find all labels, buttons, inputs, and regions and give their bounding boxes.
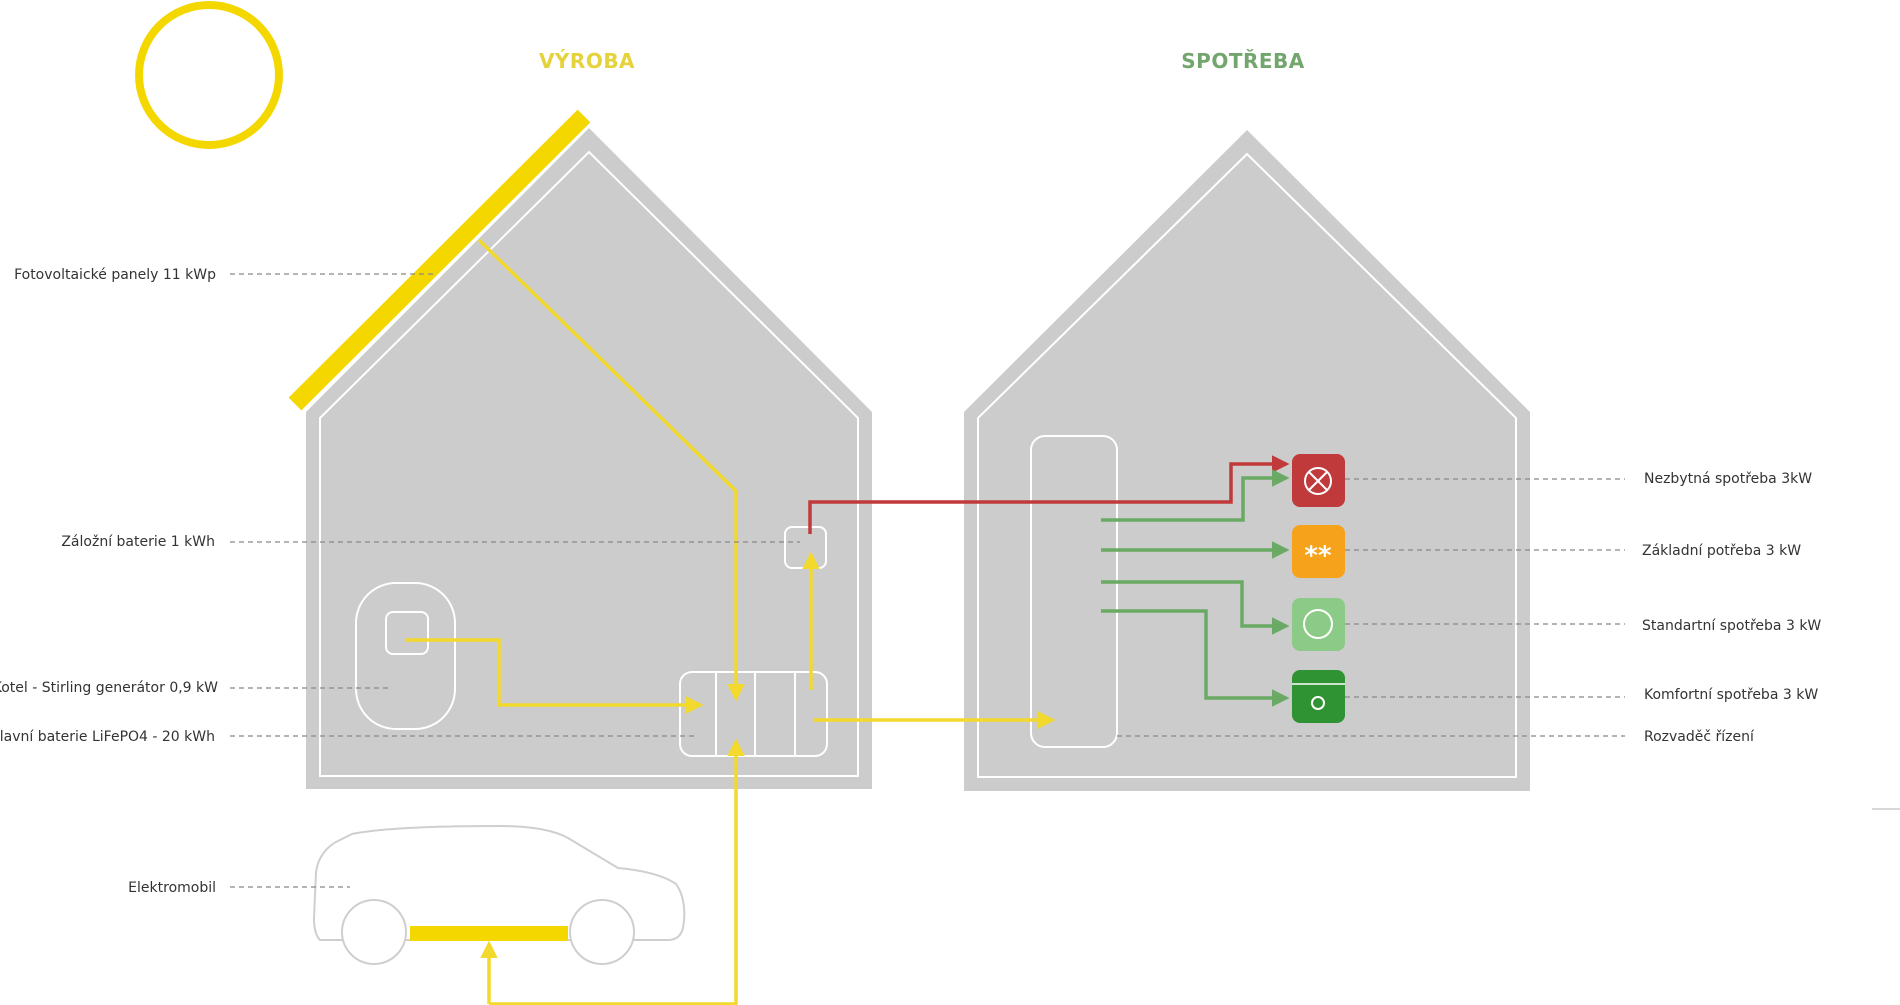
label-main-battery: Hlavní baterie LiFePO4 - 20 kWh bbox=[0, 729, 215, 745]
green-flows bbox=[1101, 469, 1290, 707]
flow-pv-to-battery bbox=[477, 238, 745, 702]
label-standard: Standartní spotřeba 3 kW bbox=[1642, 618, 1821, 634]
label-control-panel: Rozvaděč řízení bbox=[1644, 729, 1755, 745]
label-pv-panels: Fotovoltaické panely 11 kWp bbox=[14, 267, 216, 283]
production-house bbox=[306, 128, 872, 789]
label-backup-battery: Záložní baterie 1 kWh bbox=[61, 534, 215, 550]
circle-x-icon bbox=[1304, 467, 1332, 495]
pv-panel bbox=[288, 109, 591, 411]
double-star-icon: ** bbox=[1304, 541, 1332, 571]
boiler bbox=[355, 582, 456, 730]
flow-control-to-standard bbox=[1101, 580, 1290, 635]
basic-box: ** bbox=[1292, 525, 1345, 578]
leader-lines bbox=[230, 273, 1625, 888]
sun-icon bbox=[135, 1, 283, 149]
standard-box bbox=[1292, 598, 1345, 651]
circle-icon bbox=[1303, 609, 1333, 639]
ev-battery bbox=[410, 926, 568, 941]
comfort-box bbox=[1292, 670, 1345, 723]
flow-control-to-comfort bbox=[1101, 609, 1290, 707]
flow-backup-to-essential bbox=[808, 455, 1290, 534]
label-essential: Nezbytná spotřeba 3kW bbox=[1644, 471, 1812, 487]
yellow-flows bbox=[405, 238, 1056, 1005]
consumption-heading: SPOTŘEBA bbox=[1181, 49, 1305, 73]
car bbox=[312, 824, 686, 965]
small-circle-box-icon bbox=[1311, 696, 1325, 710]
label-boiler: Kotel - Stirling generátor 0,9 kW bbox=[0, 680, 218, 696]
essential-box bbox=[1292, 454, 1345, 507]
consumption-house bbox=[964, 130, 1530, 791]
label-ev: Elektromobil bbox=[128, 880, 216, 896]
label-comfort: Komfortní spotřeba 3 kW bbox=[1644, 687, 1818, 703]
flow-boiler-to-battery bbox=[405, 638, 704, 714]
flow-ev-to-battery bbox=[489, 738, 745, 1005]
label-basic: Základní potřeba 3 kW bbox=[1642, 543, 1801, 559]
main-battery bbox=[679, 671, 828, 757]
production-heading: VÝROBA bbox=[539, 49, 635, 73]
flow-control-to-essential bbox=[1101, 469, 1290, 522]
control-panel bbox=[1030, 435, 1118, 748]
